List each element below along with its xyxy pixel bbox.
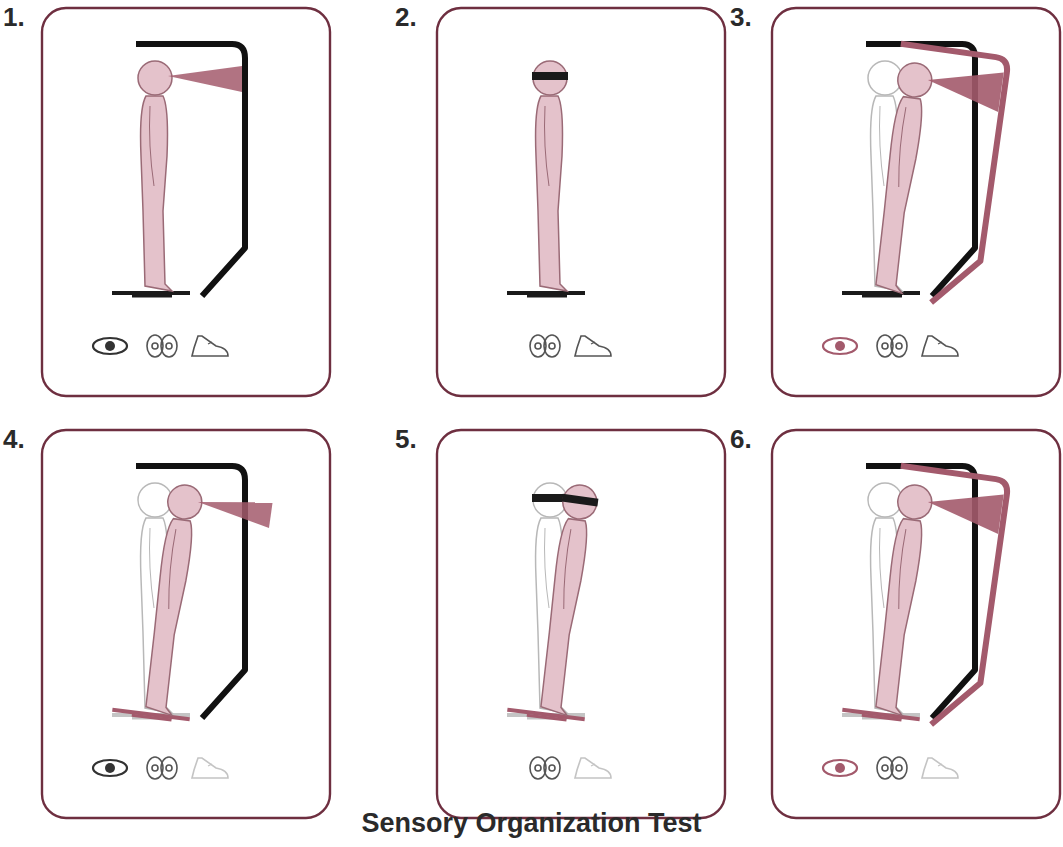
support-platform	[112, 710, 190, 722]
condition-number: 2.	[395, 2, 417, 33]
somatosensory-icon	[192, 758, 228, 778]
condition-number: 3.	[730, 2, 752, 33]
support-platform	[112, 293, 190, 296]
swaying-figure	[138, 483, 273, 725]
condition-panel: 6.	[770, 428, 1062, 820]
support-platform	[507, 710, 585, 722]
support-platform	[507, 293, 585, 296]
vestibular-icon	[530, 757, 560, 779]
vestibular-icon	[877, 335, 907, 357]
vestibular-icon	[877, 757, 907, 779]
vision-icon	[93, 338, 127, 354]
vestibular-icon	[147, 335, 177, 357]
visual-surround	[866, 466, 1009, 731]
condition-panel: 3.	[770, 6, 1062, 398]
standing-figure	[532, 61, 568, 291]
support-platform	[842, 710, 920, 722]
panel-illustration	[435, 6, 727, 398]
condition-number: 1.	[3, 2, 25, 33]
somatosensory-icon	[192, 336, 228, 356]
panel-illustration	[435, 428, 727, 820]
somatosensory-icon	[575, 336, 611, 356]
condition-panel: 2.	[435, 6, 727, 398]
panel-illustration	[40, 6, 332, 398]
somatosensory-icon	[922, 336, 958, 356]
vision-icon	[93, 760, 127, 776]
swaying-figure	[868, 480, 1003, 725]
vestibular-icon	[530, 335, 560, 357]
condition-panel: 5.	[435, 428, 727, 820]
condition-number: 4.	[3, 424, 25, 455]
condition-panel: 4.	[40, 428, 332, 820]
somatosensory-icon	[922, 758, 958, 778]
condition-number: 6.	[730, 424, 752, 455]
panel-illustration	[770, 6, 1062, 398]
condition-panel: 1.	[40, 6, 332, 398]
panel-illustration	[40, 428, 332, 820]
vision-icon	[823, 760, 857, 776]
visual-surround	[136, 44, 245, 296]
visual-surround	[866, 44, 1009, 309]
vestibular-icon	[147, 757, 177, 779]
swaying-figure	[868, 58, 1003, 303]
condition-number: 5.	[395, 424, 417, 455]
support-platform	[842, 293, 920, 296]
swaying-figure	[532, 483, 600, 716]
vision-icon	[823, 338, 857, 354]
standing-figure	[138, 61, 242, 291]
somatosensory-icon	[575, 758, 611, 778]
diagram-title: Sensory Organization Test	[0, 808, 1063, 839]
panel-illustration	[770, 428, 1062, 820]
